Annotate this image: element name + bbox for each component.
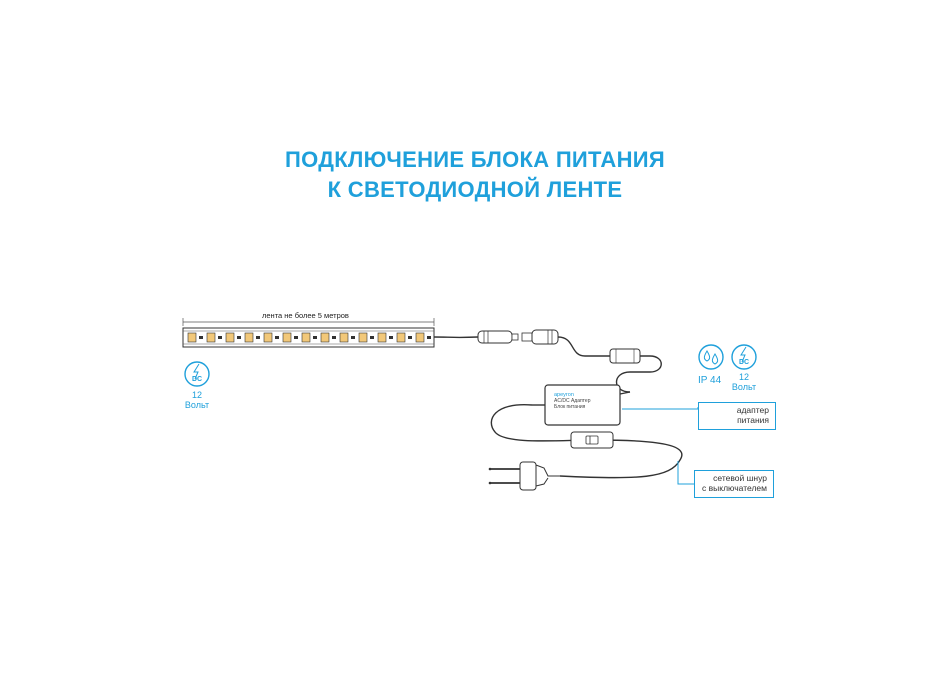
cord-callout: сетевой шнур с выключателем [694, 470, 774, 498]
water-drops-icon [698, 344, 724, 370]
adapter-voltage-unit: Вольт [731, 382, 757, 392]
led-chip [301, 332, 311, 343]
resistor [313, 336, 317, 339]
resistor [408, 336, 412, 339]
led-chip [244, 332, 254, 343]
strip-dc-badge: DC [191, 376, 203, 383]
resistor [351, 336, 355, 339]
adapter-dc-lightning-icon [731, 344, 757, 370]
title-line-2: К СВЕТОДИОДНОЙ ЛЕНТЕ [327, 177, 623, 202]
led-chip [263, 332, 273, 343]
ip-rating: IP 44 [698, 375, 722, 386]
resistor [370, 336, 374, 339]
power-adapter-box [532, 384, 631, 426]
resistor [332, 336, 336, 339]
led-chip [377, 332, 387, 343]
ferrite-choke [609, 348, 641, 364]
resistor [256, 336, 260, 339]
led-strip [182, 327, 435, 348]
dc-output-cable [557, 336, 662, 393]
led-chip [225, 332, 235, 343]
led-chip [396, 332, 406, 343]
callout-pointers [622, 407, 699, 485]
led-chip [415, 332, 425, 343]
resistor [294, 336, 298, 339]
switch-icon [570, 431, 614, 449]
cord-callout-line-2: с выключателем [702, 483, 767, 493]
adapter-callout-line-2: питания [737, 415, 769, 425]
adapter-dc-badge: DC [738, 359, 750, 366]
led-chip [206, 332, 216, 343]
adapter-box-line-1: AC/DC Адаптер [554, 398, 591, 404]
adapter-callout: адаптер питания [698, 402, 776, 430]
led-chip [339, 332, 349, 343]
adapter-brand: apeyron [554, 392, 574, 398]
strip-voltage-number: 12 [191, 390, 202, 400]
adapter-box-line-2: Блок питания [554, 404, 586, 410]
resistor [199, 336, 203, 339]
resistor [237, 336, 241, 339]
led-chip [320, 332, 330, 343]
adapter-callout-line-1: адаптер [736, 405, 769, 415]
dc-female-connector [477, 330, 519, 344]
adapter-voltage-number: 12 [738, 372, 749, 382]
led-chip [187, 332, 197, 343]
strip-voltage-value: 12 Вольт [177, 390, 217, 410]
adapter-box-label: apeyron AC/DC Адаптер Блок питания [554, 392, 590, 410]
dc-male-connector [521, 329, 559, 345]
led-chip [282, 332, 292, 343]
page-title: ПОДКЛЮЧЕНИЕ БЛОКА ПИТАНИЯ К СВЕТОДИОДНОЙ… [0, 145, 950, 205]
led-chip [358, 332, 368, 343]
euro-plug-icon [488, 461, 560, 491]
strip-dimension-line [182, 318, 435, 326]
cord-callout-line-1: сетевой шнур [713, 473, 767, 483]
strip-dc-lightning-icon [184, 361, 210, 387]
resistor [389, 336, 393, 339]
resistor [218, 336, 222, 339]
resistor [275, 336, 279, 339]
strip-length-label: лента не более 5 метров [262, 311, 349, 320]
title-line-1: ПОДКЛЮЧЕНИЕ БЛОКА ПИТАНИЯ [284, 147, 665, 172]
strip-voltage-unit: Вольт [184, 400, 210, 410]
adapter-voltage-value: 12 Вольт [724, 372, 764, 392]
resistor [427, 336, 431, 339]
